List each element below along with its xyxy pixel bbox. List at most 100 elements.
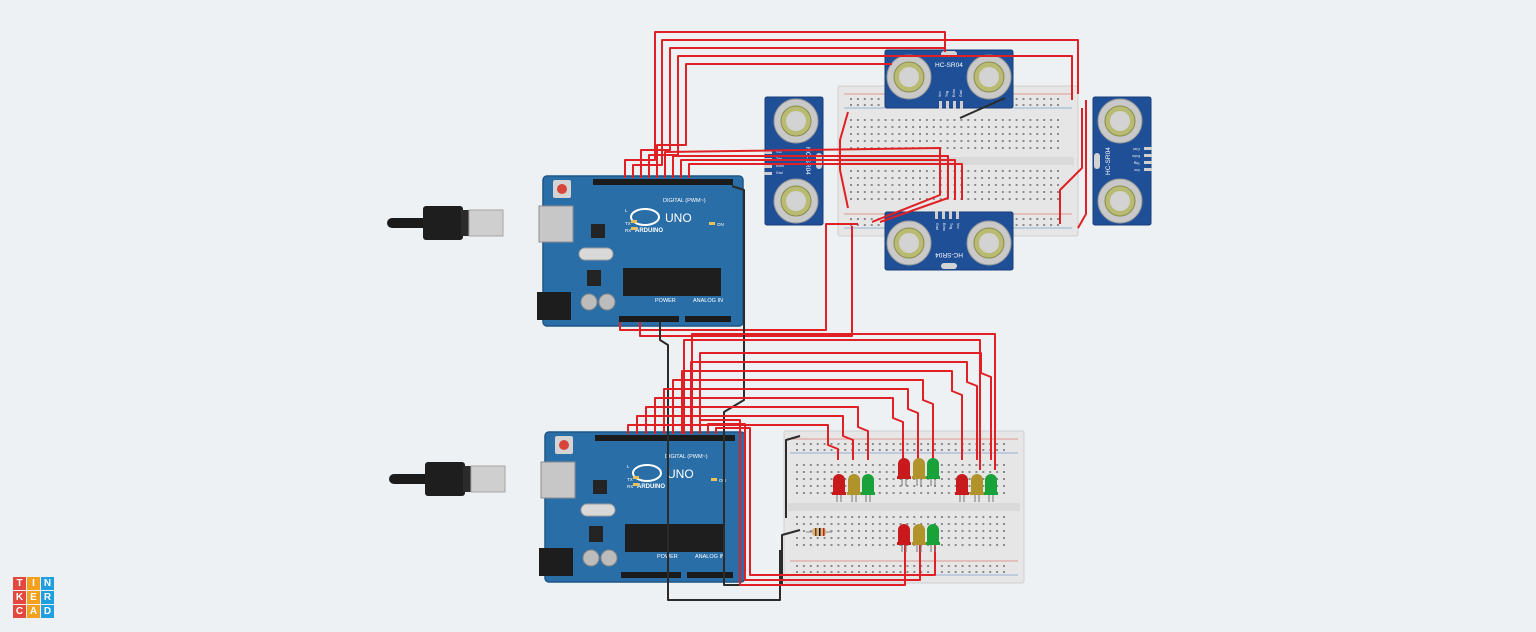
led-green-2[interactable]	[926, 458, 940, 486]
breadboard-hole	[906, 449, 909, 451]
reset-button[interactable]	[559, 440, 569, 450]
wire-red[interactable]	[619, 223, 858, 331]
wire-red[interactable]	[715, 427, 936, 576]
sensor-pin[interactable]	[939, 101, 942, 109]
sensor-pin[interactable]	[1144, 168, 1152, 171]
led-green-1[interactable]	[861, 474, 875, 502]
wire-red[interactable]	[632, 39, 1079, 178]
breadboard-hole	[975, 565, 978, 567]
sensor-pin[interactable]	[1144, 154, 1152, 157]
breadboard-hole	[863, 126, 866, 128]
wire-red[interactable]	[663, 388, 919, 460]
breadboard-hole	[1057, 218, 1059, 220]
breadboard-hole	[878, 523, 881, 525]
sensor-pin[interactable]	[949, 211, 952, 219]
sensor-pin[interactable]	[1144, 147, 1152, 150]
breadboard-hole	[989, 516, 992, 518]
breadboard-hole	[884, 184, 887, 186]
wire-red[interactable]	[664, 147, 941, 223]
power-header[interactable]	[621, 572, 681, 578]
analog-header[interactable]	[687, 572, 733, 578]
sensor-pin[interactable]	[764, 151, 772, 154]
wire-red[interactable]	[839, 111, 849, 209]
sensor-pin[interactable]	[953, 101, 956, 109]
wire-red[interactable]	[624, 31, 946, 178]
wire-red[interactable]	[691, 333, 996, 470]
wire-red[interactable]	[627, 424, 839, 460]
wire-red[interactable]	[640, 47, 946, 178]
sensor-pin[interactable]	[960, 101, 963, 109]
breadboard-hole	[816, 571, 819, 573]
breadboard-hole	[885, 471, 888, 473]
digital-header[interactable]	[593, 179, 733, 185]
breadboard-hole	[1015, 98, 1018, 100]
sensor-pin[interactable]	[1144, 161, 1152, 164]
capacitor	[580, 293, 598, 311]
sensor-pin[interactable]	[946, 101, 949, 109]
sensor-pin[interactable]	[764, 172, 772, 175]
sensor-pin-label: Gnd	[776, 171, 783, 175]
led-red-3[interactable]	[955, 474, 969, 502]
wire-red[interactable]	[645, 406, 869, 460]
sensor-pin[interactable]	[942, 211, 945, 219]
wire-red[interactable]	[672, 379, 934, 460]
led-yellow-3[interactable]	[970, 474, 984, 502]
breadboard-hole	[974, 170, 977, 172]
breadboard-hole	[884, 140, 887, 142]
wire-red[interactable]	[636, 415, 854, 460]
breadboard-hole	[898, 198, 901, 200]
breadboard-hole	[989, 537, 992, 539]
wire-red[interactable]	[654, 397, 904, 460]
led-green-4[interactable]	[926, 524, 940, 552]
led-red-2[interactable]	[897, 458, 911, 486]
breadboard-hole	[927, 485, 930, 487]
wire-black[interactable]	[785, 435, 801, 518]
reset-button[interactable]	[557, 184, 567, 194]
wire-red[interactable]	[1077, 100, 1087, 229]
sensor-pin[interactable]	[764, 165, 772, 168]
usb-plug[interactable]	[425, 462, 465, 496]
led-green-3[interactable]	[984, 474, 998, 502]
wire-red[interactable]	[681, 370, 963, 460]
digital-header[interactable]	[595, 435, 735, 441]
sensor-pin[interactable]	[935, 211, 938, 219]
wire-red[interactable]	[680, 159, 956, 200]
breadboard-hole	[809, 478, 812, 480]
led-red-1[interactable]	[832, 474, 846, 502]
led-yellow-2[interactable]	[912, 458, 926, 486]
wire-red[interactable]	[656, 63, 892, 178]
wire-black[interactable]	[723, 185, 801, 586]
sensor-pin[interactable]	[956, 211, 959, 219]
wire-red[interactable]	[648, 55, 1073, 178]
wire-red[interactable]	[688, 163, 963, 200]
breadboard-hole	[1036, 191, 1039, 193]
breadboard-hole	[802, 544, 805, 546]
analog-header[interactable]	[685, 316, 731, 322]
led-red-4[interactable]	[897, 524, 911, 552]
wire-red[interactable]	[639, 226, 853, 337]
rx-label: RX	[627, 484, 633, 489]
usb-plug[interactable]	[423, 206, 463, 240]
led-rim	[912, 476, 926, 479]
breadboard-hole	[830, 471, 833, 473]
breadboard-hole	[796, 449, 798, 451]
led-yellow-1[interactable]	[847, 474, 861, 502]
wire-red[interactable]	[1059, 108, 1083, 224]
wire-black[interactable]	[659, 322, 781, 601]
breadboard-hole	[954, 565, 957, 567]
wire-red[interactable]	[699, 419, 906, 586]
led-yellow-4[interactable]	[912, 524, 926, 552]
power-header[interactable]	[619, 316, 679, 322]
wire-black[interactable]	[959, 97, 1006, 119]
breadboard-hole	[802, 449, 805, 451]
resistor[interactable]	[806, 528, 832, 536]
wire-red[interactable]	[683, 339, 981, 470]
breadboard-hole	[858, 516, 861, 518]
wire-red[interactable]	[672, 155, 949, 223]
breadboard-hole	[968, 530, 971, 532]
